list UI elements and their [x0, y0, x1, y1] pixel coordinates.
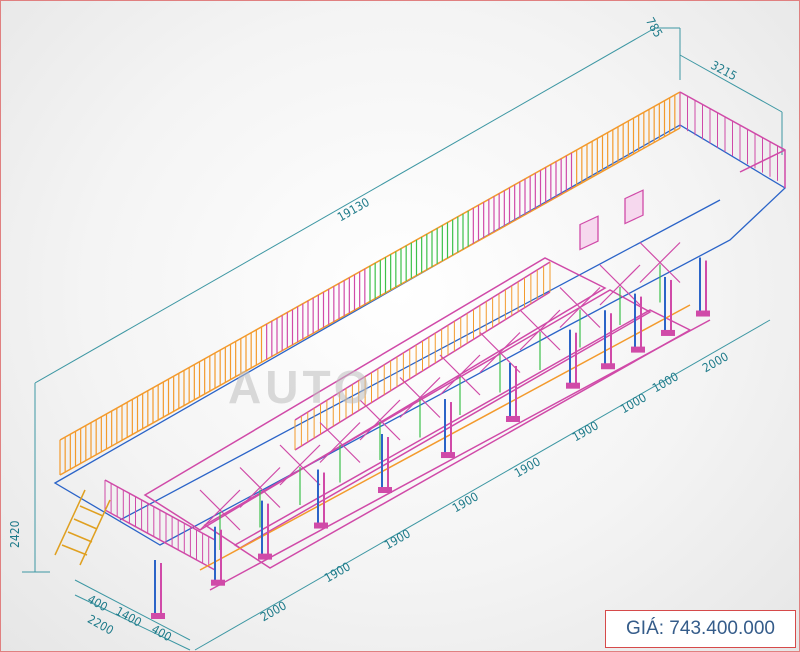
watermark: AUTO [228, 361, 374, 413]
truss-diagonal [319, 422, 361, 463]
truss-diagonal [599, 264, 641, 306]
conveyor-machinery [579, 189, 644, 251]
truss-diagonal [559, 287, 601, 328]
base-plate [566, 382, 580, 389]
base-plate [258, 553, 272, 560]
price-text: GIÁ: 743.400.000 [626, 618, 775, 639]
dim-height: 2420 [8, 520, 22, 548]
truss-diagonal [239, 467, 281, 508]
price-label: GIÁ: 743.400.000 [605, 610, 796, 648]
truss-diagonal [399, 377, 441, 418]
end-railing-posts [679, 92, 786, 185]
truss-diagonal [279, 444, 321, 486]
base-plate [314, 522, 328, 529]
truss-chord [209, 319, 711, 591]
support-columns [154, 257, 707, 618]
truss-diagonal [479, 332, 521, 373]
base-plate [661, 329, 675, 336]
handrail-front-posts [104, 262, 551, 570]
truss-diagonal [519, 309, 561, 351]
base-plate [211, 579, 225, 586]
base-plate [378, 487, 392, 494]
base-plates [151, 310, 710, 619]
stairs [54, 489, 111, 566]
truss-diagonal [639, 242, 681, 283]
base-plate [441, 452, 455, 459]
truss-diagonal [439, 354, 481, 396]
base-plate [696, 310, 710, 317]
dimension-lines [22, 27, 783, 651]
handrail-posts [59, 92, 681, 475]
truss-diagonal [359, 399, 401, 441]
base-plate [151, 613, 165, 619]
truss-diagonal [199, 489, 241, 531]
base-plate [601, 363, 615, 370]
base-plate [631, 346, 645, 353]
deck-outline [53, 124, 787, 546]
base-plate [506, 415, 520, 422]
